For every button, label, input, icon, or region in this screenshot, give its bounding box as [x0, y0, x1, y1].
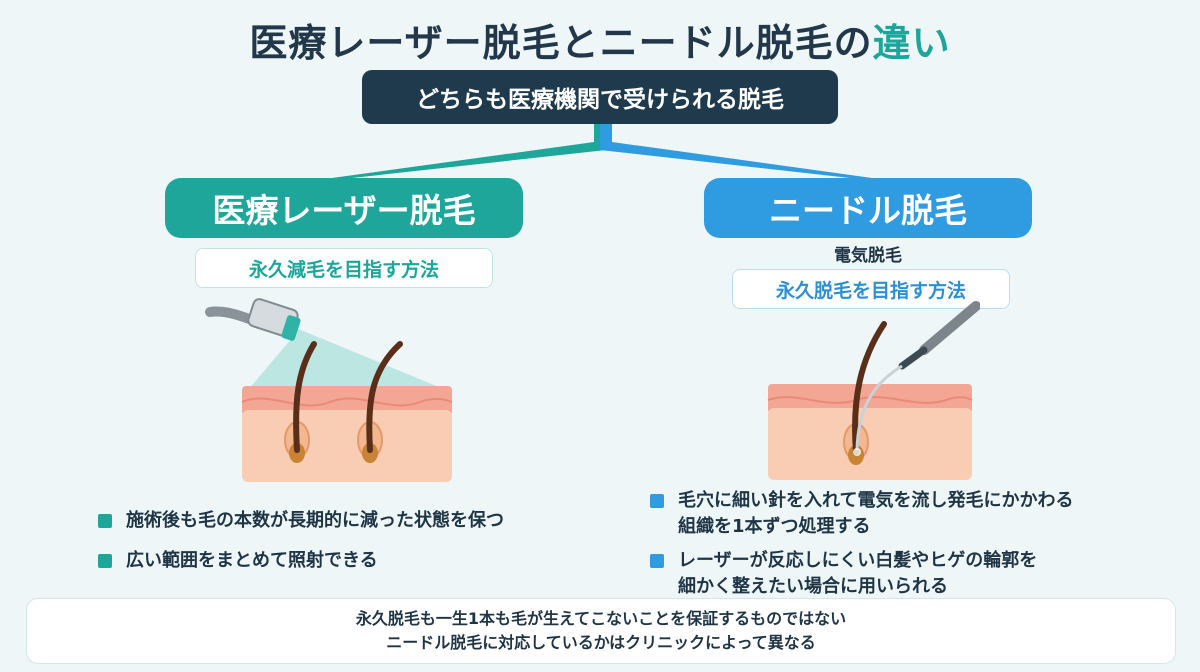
- title-main: 医療レーザー脱毛とニードル脱毛の: [249, 21, 873, 65]
- laser-heading: 医療レーザー脱毛: [165, 178, 523, 238]
- needle-heading-text: ニードル脱毛: [769, 191, 967, 230]
- needle-heading: ニードル脱毛: [704, 178, 1032, 238]
- list-item: 広い範囲をまとめて照射できる: [98, 548, 618, 574]
- skin-hair-cross-section-icon: [241, 341, 453, 482]
- laser-beam: [248, 328, 446, 390]
- footnote-box: 永久脱毛も一生1本も毛が生えてこないことを保証するものではない ニードル脱毛に対…: [26, 598, 1176, 664]
- laser-tag: 永久減毛を目指す方法: [195, 248, 493, 288]
- blue-branch: [600, 124, 872, 178]
- laser-tag-text: 永久減毛を目指す方法: [248, 258, 439, 281]
- laser-illustration: [205, 298, 453, 482]
- bullet-square-icon: [98, 554, 112, 568]
- laser-handpiece-icon: [205, 298, 301, 341]
- needle-bullet-list: 毛穴に細い針を入れて電気を流し発毛にかかわる 組織を1本ずつ処理する レーザーが…: [650, 488, 1190, 608]
- bullet-square-icon: [98, 514, 112, 528]
- needle-bullet-1-line-2: 組織を1本ずつ処理する: [678, 516, 871, 537]
- page-title: 医療レーザー脱毛とニードル脱毛の違い: [0, 12, 1200, 67]
- needle-tag-text: 永久脱毛を目指す方法: [775, 279, 966, 302]
- list-item: 毛穴に細い針を入れて電気を流し発毛にかかわる 組織を1本ずつ処理する: [650, 488, 1190, 540]
- title-accent: 違い: [872, 21, 951, 65]
- subtitle-text: どちらも医療機関で受けられる脱毛: [416, 87, 784, 113]
- needle-alt-name: 電気脱毛: [834, 246, 902, 266]
- needle-bullet-2-line-2: 細かく整えたい場合に用いられる: [678, 576, 948, 597]
- footnote-line-2: ニードル脱毛に対応しているかはクリニックによって異なる: [386, 633, 816, 652]
- laser-bullet-list: 施術後も毛の本数が長期的に減った状態を保つ 広い範囲をまとめて照射できる: [98, 508, 618, 588]
- needle-bullet-1: 毛穴に細い針を入れて電気を流し発毛にかかわる 組織を1本ずつ処理する: [678, 488, 1073, 540]
- bullet-square-icon: [650, 554, 664, 568]
- subtitle-banner: どちらも医療機関で受けられる脱毛: [362, 70, 838, 124]
- laser-bullet-1: 施術後も毛の本数が長期的に減った状態を保つ: [126, 510, 504, 531]
- teal-branch: [332, 124, 606, 178]
- bullet-square-icon: [650, 494, 664, 508]
- needle-illustration: [767, 301, 980, 480]
- needle-bullet-2: レーザーが反応しにくい白髪やヒゲの輪郭を 細かく整えたい場合に用いられる: [678, 548, 1037, 600]
- needle-tag: 永久脱毛を目指す方法: [732, 269, 1010, 309]
- needle-bullet-2-line-1: レーザーが反応しにくい白髪やヒゲの輪郭を: [678, 550, 1038, 571]
- needle-probe-icon: [853, 301, 980, 456]
- needle-bullet-1-line-1: 毛穴に細い針を入れて電気を流し発毛にかかわる: [678, 490, 1074, 511]
- footnote-line-1: 永久脱毛も一生1本も毛が生えてこないことを保証するものではない: [355, 609, 847, 628]
- laser-heading-text: 医療レーザー脱毛: [212, 191, 476, 230]
- list-item: 施術後も毛の本数が長期的に減った状態を保つ: [98, 508, 618, 534]
- laser-bullet-2: 広い範囲をまとめて照射できる: [126, 550, 378, 571]
- list-item: レーザーが反応しにくい白髪やヒゲの輪郭を 細かく整えたい場合に用いられる: [650, 548, 1190, 600]
- skin-hair-cross-section-icon: [767, 321, 973, 480]
